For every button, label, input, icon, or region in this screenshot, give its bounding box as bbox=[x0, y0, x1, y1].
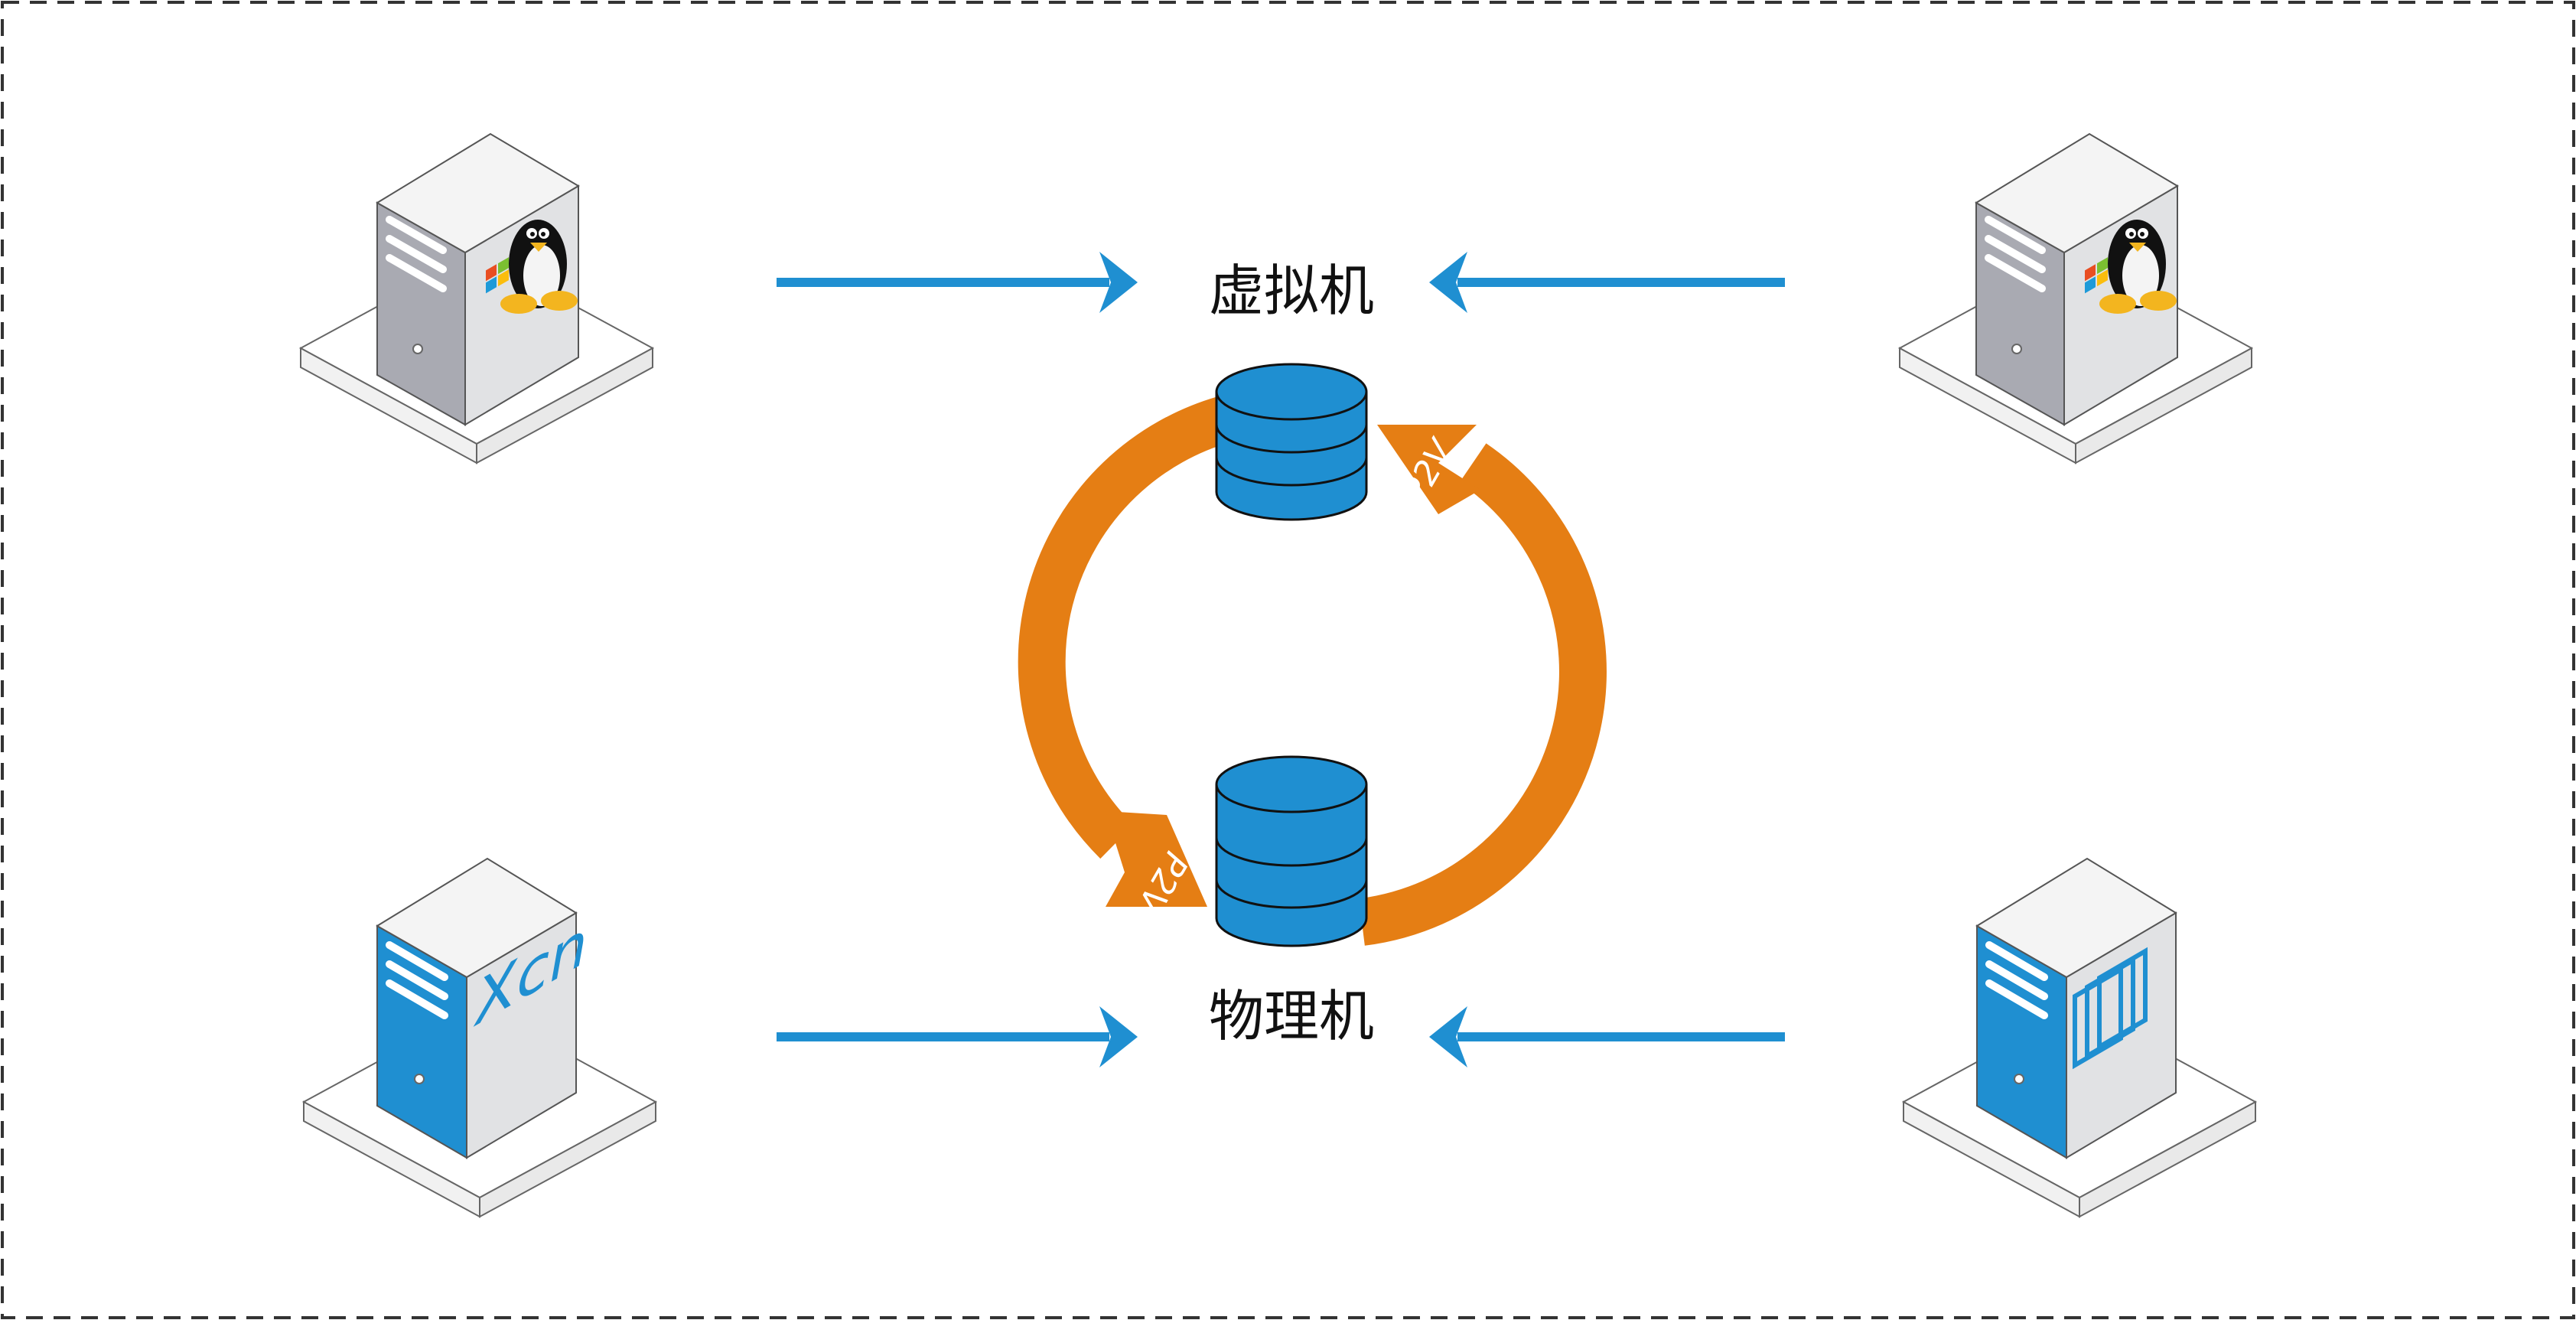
linux-windows-icon bbox=[2085, 220, 2177, 314]
server-bottom-left: Xcn bbox=[303, 857, 656, 1217]
virtual-machine-label: 虚拟机 bbox=[1209, 259, 1374, 323]
cycle-arrowhead-bottom bbox=[1106, 811, 1207, 907]
database-icon-top bbox=[1215, 363, 1368, 521]
arrow-bottom-left bbox=[777, 1006, 1138, 1067]
cycle-arc-right bbox=[1359, 443, 1607, 946]
physical-machine-label: 物理机 bbox=[1209, 984, 1374, 1048]
server-top-right bbox=[1899, 132, 2252, 464]
server-bottom-right bbox=[1903, 857, 2256, 1217]
arrow-bottom-right bbox=[1429, 1006, 1785, 1067]
vmware-logo-icon bbox=[2073, 947, 2148, 1070]
linux-windows-icon bbox=[486, 220, 578, 314]
cycle-arc-left bbox=[1018, 396, 1231, 859]
cycle-arrowhead-top bbox=[1377, 425, 1480, 514]
conversion-cycle: P2V P2V bbox=[1018, 396, 1607, 946]
arrow-top-left bbox=[777, 252, 1138, 313]
database-icon-bottom bbox=[1215, 755, 1368, 947]
arrow-top-right bbox=[1429, 252, 1785, 313]
server-top-left bbox=[300, 132, 653, 464]
